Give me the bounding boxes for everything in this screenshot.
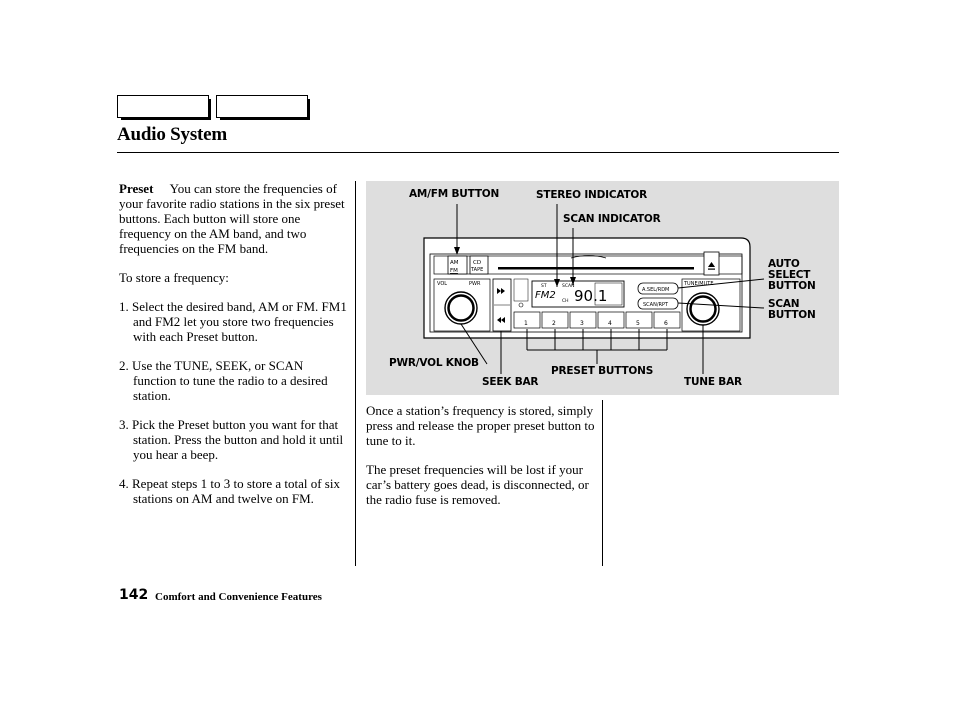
step-1: 1. Select the desired band, AM or FM. FM… (119, 299, 347, 344)
eject-icon (708, 262, 715, 267)
label-tune-bar: TUNE BAR (684, 376, 742, 388)
label-scan-indicator: SCAN INDICATOR (563, 213, 661, 225)
arrow-scan (570, 277, 576, 285)
right-column: Once a station’s frequency is stored, si… (366, 403, 598, 521)
radio-illustration: AM FM CD TAPE VOL PWR ST SCAN FM2 90.1 C… (423, 204, 765, 374)
step-2: 2. Use the TUNE, SEEK, or SCAN function … (119, 358, 328, 403)
vol-panel (433, 278, 491, 332)
top-strip (433, 255, 743, 275)
ch-text: CH (562, 298, 569, 304)
preset-button-2[interactable] (541, 311, 569, 329)
preset-label-4: 4 (608, 320, 612, 327)
nav-tab-box-2 (216, 95, 310, 120)
display-panel (531, 280, 625, 308)
radio-figure: AM FM CD TAPE VOL PWR ST SCAN FM2 90.1 C… (366, 181, 839, 395)
preset-label-3: 3 (580, 320, 584, 327)
preset-buttons: 1 2 3 4 5 6 (513, 311, 681, 329)
preset-button-3[interactable] (569, 311, 597, 329)
auto-select-button[interactable] (637, 282, 679, 295)
preset-button-4[interactable] (597, 311, 625, 329)
preset-button-5[interactable] (625, 311, 653, 329)
seek-up-icon (497, 288, 505, 294)
label-scan-button: SCAN BUTTON (768, 298, 816, 321)
label-pwr-vol-knob: PWR/VOL KNOB (389, 357, 479, 369)
tune-panel (681, 278, 741, 332)
title-rule (117, 152, 839, 153)
am-fm-button[interactable] (447, 255, 468, 275)
a-sel-text: A.SEL/RDM (642, 287, 669, 293)
lost-paragraph: The preset frequencies will be lost if y… (366, 462, 589, 507)
intro-heading: Preset (119, 181, 154, 196)
preset-label-5: 5 (636, 320, 640, 327)
tune-mute-text: TUNE/MUTE (683, 281, 714, 287)
slot-curve (570, 255, 607, 259)
fm-text: FM (450, 268, 458, 274)
step-4: 4. Repeat steps 1 to 3 to store a total … (119, 476, 340, 506)
st-indicator: ST (541, 283, 547, 289)
arrow-stereo (554, 279, 560, 287)
cd-tape-button[interactable] (469, 255, 489, 275)
vol-text: VOL (437, 281, 447, 287)
cassette-slot (498, 267, 694, 270)
tape-text: TAPE (470, 267, 483, 273)
preset-button-1[interactable] (513, 311, 541, 329)
label-seek-bar: SEEK BAR (482, 376, 539, 388)
left-column: Preset You can store the frequencies of … (119, 181, 349, 520)
column-divider-left (355, 181, 356, 566)
eject-icon-bar (708, 268, 715, 270)
preset-label-6: 6 (664, 320, 668, 327)
label-am-fm-button: AM/FM BUTTON (409, 188, 500, 200)
scan-rpt-text: SCAN/RPT (643, 302, 669, 308)
label-auto-select-button: AUTO SELECT BUTTON (768, 258, 816, 292)
display-window (594, 282, 623, 306)
pwr-vol-knob-inner (447, 294, 475, 322)
label-preset-buttons: PRESET BUTTONS (551, 365, 654, 377)
page-number: 142 (119, 587, 149, 603)
arrow-am-fm (454, 247, 460, 255)
preset-label-2: 2 (552, 320, 556, 327)
label-stereo-indicator: STEREO INDICATOR (536, 189, 648, 201)
preset-label-1: 1 (524, 320, 528, 327)
seek-down-icon (497, 317, 505, 323)
footer-section: Comfort and Convenience Features (155, 591, 322, 603)
nav-tab-box-1 (117, 95, 211, 120)
step-3: 3. Pick the Preset button you want for t… (119, 417, 344, 462)
band-display: FM2 (535, 290, 556, 301)
page-title: Audio System (117, 124, 228, 145)
indicator-light (518, 302, 524, 308)
tune-knob-inner (689, 295, 717, 323)
cd-text: CD (473, 260, 481, 266)
stored-paragraph: Once a station’s frequency is stored, si… (366, 403, 595, 448)
scan-indicator-text: SCAN (562, 283, 574, 289)
radio-faceplate (429, 253, 743, 333)
leader-lines (456, 204, 765, 374)
am-text: AM (450, 260, 459, 266)
frequency-display: 90.1 (574, 287, 607, 305)
intro-text: You can store the frequencies of your fa… (119, 181, 345, 256)
to-store-text: To store a frequency: (119, 270, 229, 285)
intro-paragraph: Preset You can store the frequencies of … (119, 181, 349, 256)
cd-indicator-panel (513, 278, 529, 302)
pwr-text: PWR (469, 281, 481, 287)
column-divider-right (602, 400, 603, 566)
preset-button-6[interactable] (653, 311, 681, 329)
